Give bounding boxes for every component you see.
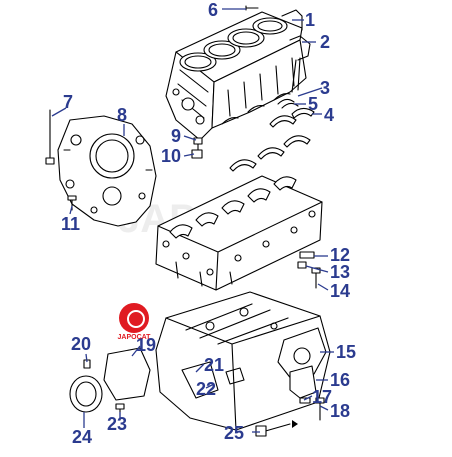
part-label-7: 7: [63, 92, 74, 112]
leader-lines: [52, 9, 334, 432]
part-label-23: 23: [107, 414, 128, 434]
part-label-8: 8: [117, 105, 128, 125]
japocat-logo: JAPOCAT: [116, 303, 152, 349]
part-label-14: 14: [330, 281, 351, 301]
part-label-15: 15: [336, 342, 357, 362]
part-label-10: 10: [161, 146, 182, 166]
part-label-5: 5: [308, 94, 319, 114]
part-label-2: 2: [320, 32, 331, 52]
part-label-11: 11: [61, 214, 81, 234]
logo-emblem-icon: [119, 303, 149, 333]
part-label-6: 6: [208, 0, 219, 20]
lower-case: [70, 292, 330, 436]
part-label-22: 22: [196, 379, 217, 399]
part-label-1: 1: [305, 10, 316, 30]
part-label-21: 21: [204, 355, 225, 375]
part-label-13: 13: [330, 262, 351, 282]
logo-wordmark: JAPOCAT: [117, 334, 151, 341]
part-label-3: 3: [320, 78, 331, 98]
part-label-25: 25: [224, 423, 245, 443]
part-label-16: 16: [330, 370, 351, 390]
front-plate: [46, 110, 156, 226]
part-label-18: 18: [330, 401, 351, 421]
part-label-12: 12: [330, 245, 351, 265]
small-bolts-9-10: [192, 138, 202, 158]
part-label-9: 9: [171, 126, 182, 146]
part-label-19: 19: [136, 335, 157, 355]
cylinder-block: [166, 6, 310, 140]
part-label-4: 4: [324, 105, 335, 125]
part-label-20: 20: [71, 334, 92, 354]
bearing-shells: [230, 99, 314, 171]
part-label-24: 24: [72, 427, 93, 447]
ladder-frame: [156, 176, 322, 290]
part-label-17: 17: [312, 387, 333, 407]
